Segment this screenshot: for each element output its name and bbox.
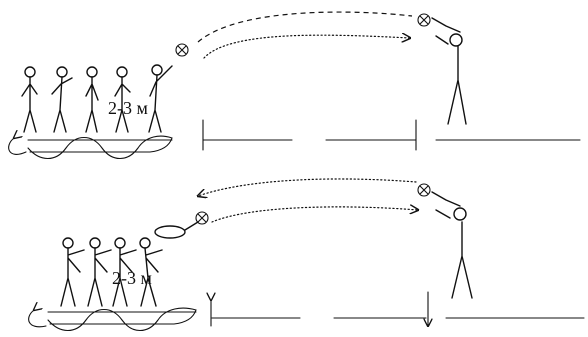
distance-markers xyxy=(202,119,581,151)
bottom-scene: 2-3 м xyxy=(28,178,585,332)
stick-figure xyxy=(114,66,131,133)
stick-figure xyxy=(85,66,99,133)
distance-label: 2-3 м xyxy=(108,98,148,118)
stick-figure xyxy=(60,237,85,307)
return-trajectory xyxy=(203,35,410,59)
top-scene: 2-3 м xyxy=(8,11,581,160)
stick-figure xyxy=(21,66,38,133)
stick-figure xyxy=(51,66,73,133)
rotation-arrow-icon xyxy=(28,310,47,328)
ball-icon xyxy=(195,211,209,225)
ball-icon xyxy=(417,183,431,197)
return-trajectory xyxy=(198,178,417,196)
ball-icon xyxy=(417,13,431,27)
team-top xyxy=(21,64,173,133)
wave-line-icon xyxy=(27,135,173,160)
distance-label: 2-3 м xyxy=(112,268,152,288)
ball-icon xyxy=(175,43,189,57)
stick-figure xyxy=(148,64,173,133)
catcher-figure xyxy=(431,191,473,299)
throw-trajectory xyxy=(211,207,418,223)
throw-trajectory xyxy=(197,11,413,43)
catcher-figure xyxy=(431,17,467,125)
wave-line-icon xyxy=(47,307,197,332)
rotation-arrow-icon xyxy=(8,138,27,155)
distance-markers xyxy=(211,292,585,326)
stick-figure xyxy=(112,237,137,307)
stick-figure xyxy=(139,237,163,307)
passer-figure xyxy=(154,221,199,239)
stick-figure xyxy=(87,237,112,307)
team-bottom xyxy=(60,237,163,307)
